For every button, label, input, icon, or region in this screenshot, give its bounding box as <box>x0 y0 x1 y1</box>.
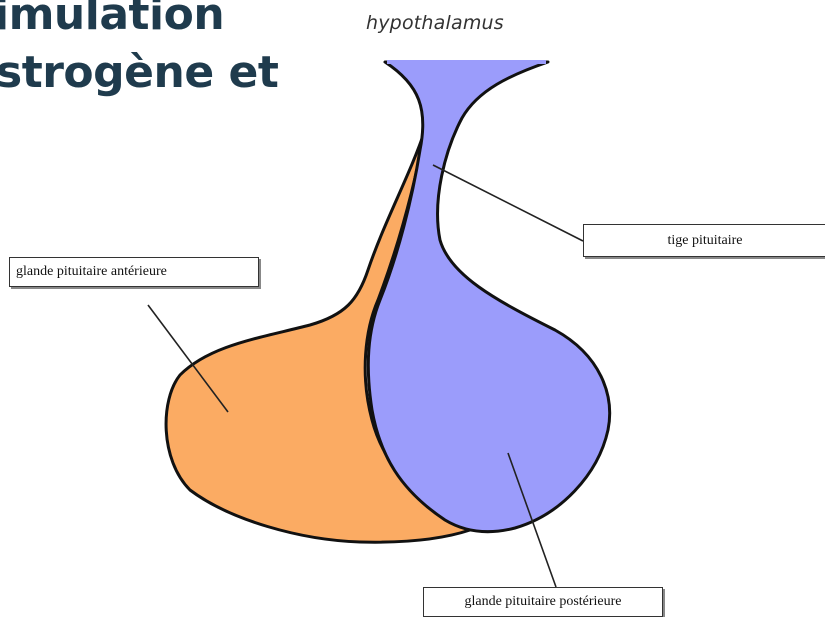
anterior-pituitary-label-text: glande pituitaire antérieure <box>16 264 167 280</box>
pituitary-stalk-label: tige pituitaire <box>583 224 825 257</box>
posterior-pituitary-label: glande pituitaire postérieure <box>423 587 663 617</box>
anterior-pituitary-label: glande pituitaire antérieure <box>9 257 259 287</box>
hypothalamus-label: hypothalamus <box>366 12 504 34</box>
pituitary-stalk-label-text: tige pituitaire <box>667 233 742 249</box>
stalk-pointer-line <box>433 165 583 241</box>
posterior-pituitary-label-text: glande pituitaire postérieure <box>464 594 621 610</box>
posterior-lobe <box>368 62 609 532</box>
